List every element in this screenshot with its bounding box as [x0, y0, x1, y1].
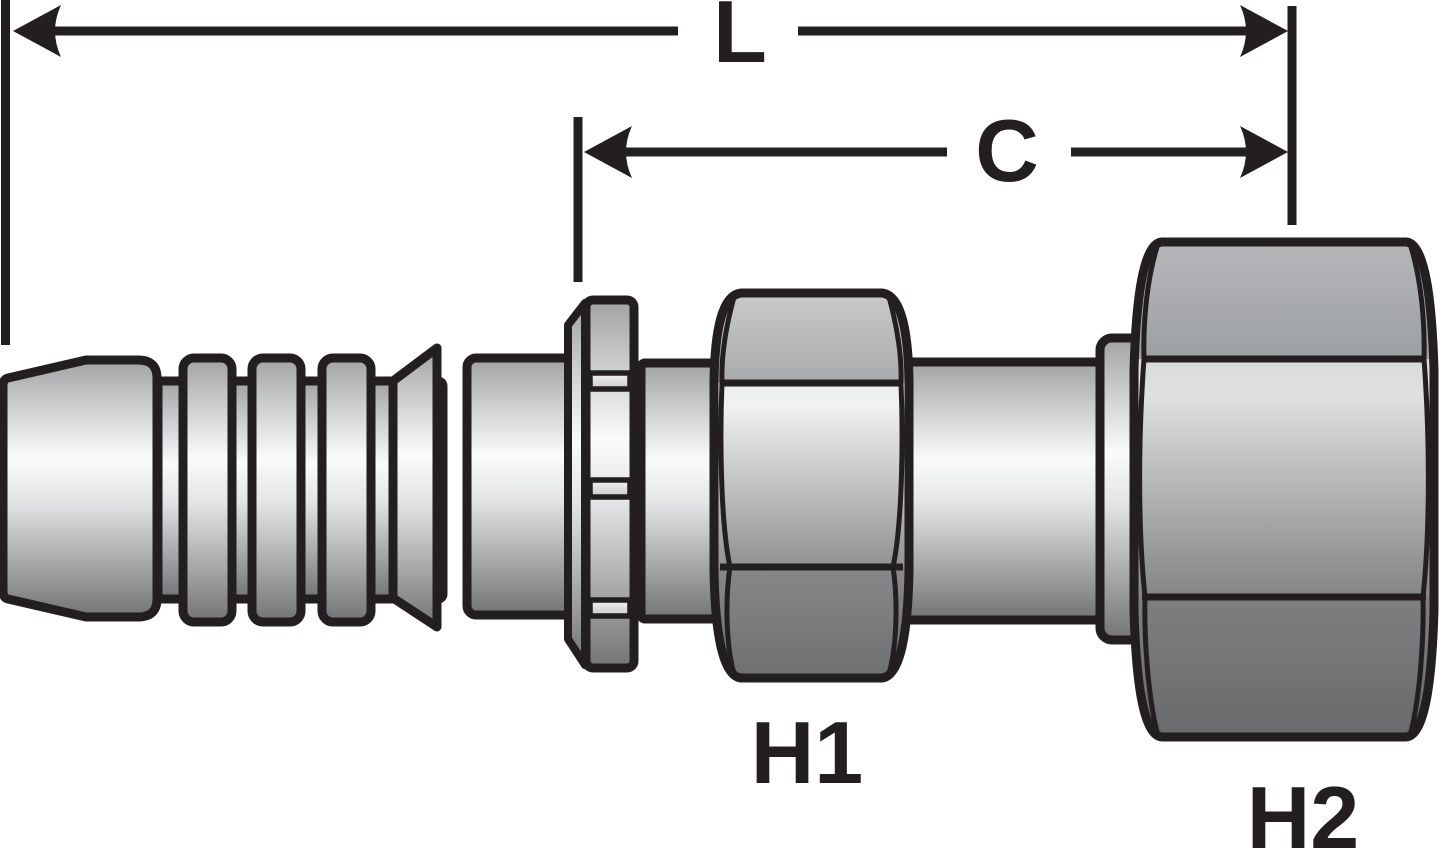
barb-rib-1 — [178, 353, 237, 627]
l-arrowhead-right-icon — [1240, 5, 1288, 57]
dimension-l: L — [1, 0, 1297, 345]
c-arrowhead-right-icon — [1240, 126, 1288, 178]
hex-nut-h2 — [1129, 237, 1439, 742]
label-c: C — [975, 101, 1039, 200]
h1-left-facet-edge — [718, 296, 737, 675]
label-h1: H1 — [751, 703, 864, 802]
barb-rib-3 — [317, 353, 376, 627]
h1-right-facet-edge — [886, 296, 905, 675]
washer-slot-middle — [587, 477, 633, 500]
hose-barb-nose — [0, 355, 162, 622]
barb-flare — [388, 343, 442, 632]
l-arrowhead-left-icon — [13, 5, 61, 57]
h2-left-facet-edge — [1137, 246, 1160, 733]
c-arrowhead-left-icon — [584, 126, 632, 178]
label-l: L — [713, 0, 767, 81]
shaft-h1-to-h2 — [885, 357, 1117, 625]
dimension-c: C — [573, 101, 1288, 282]
washer-slot-bottom — [587, 597, 633, 619]
h2-right-facet-edge — [1408, 246, 1431, 733]
h2-outline — [1129, 237, 1439, 742]
washer-slot-top — [587, 370, 633, 392]
label-h2: H2 — [1247, 768, 1360, 850]
h1-outline — [709, 288, 914, 683]
barb-rib-2 — [247, 353, 306, 627]
hex-nut-h1 — [709, 288, 914, 683]
